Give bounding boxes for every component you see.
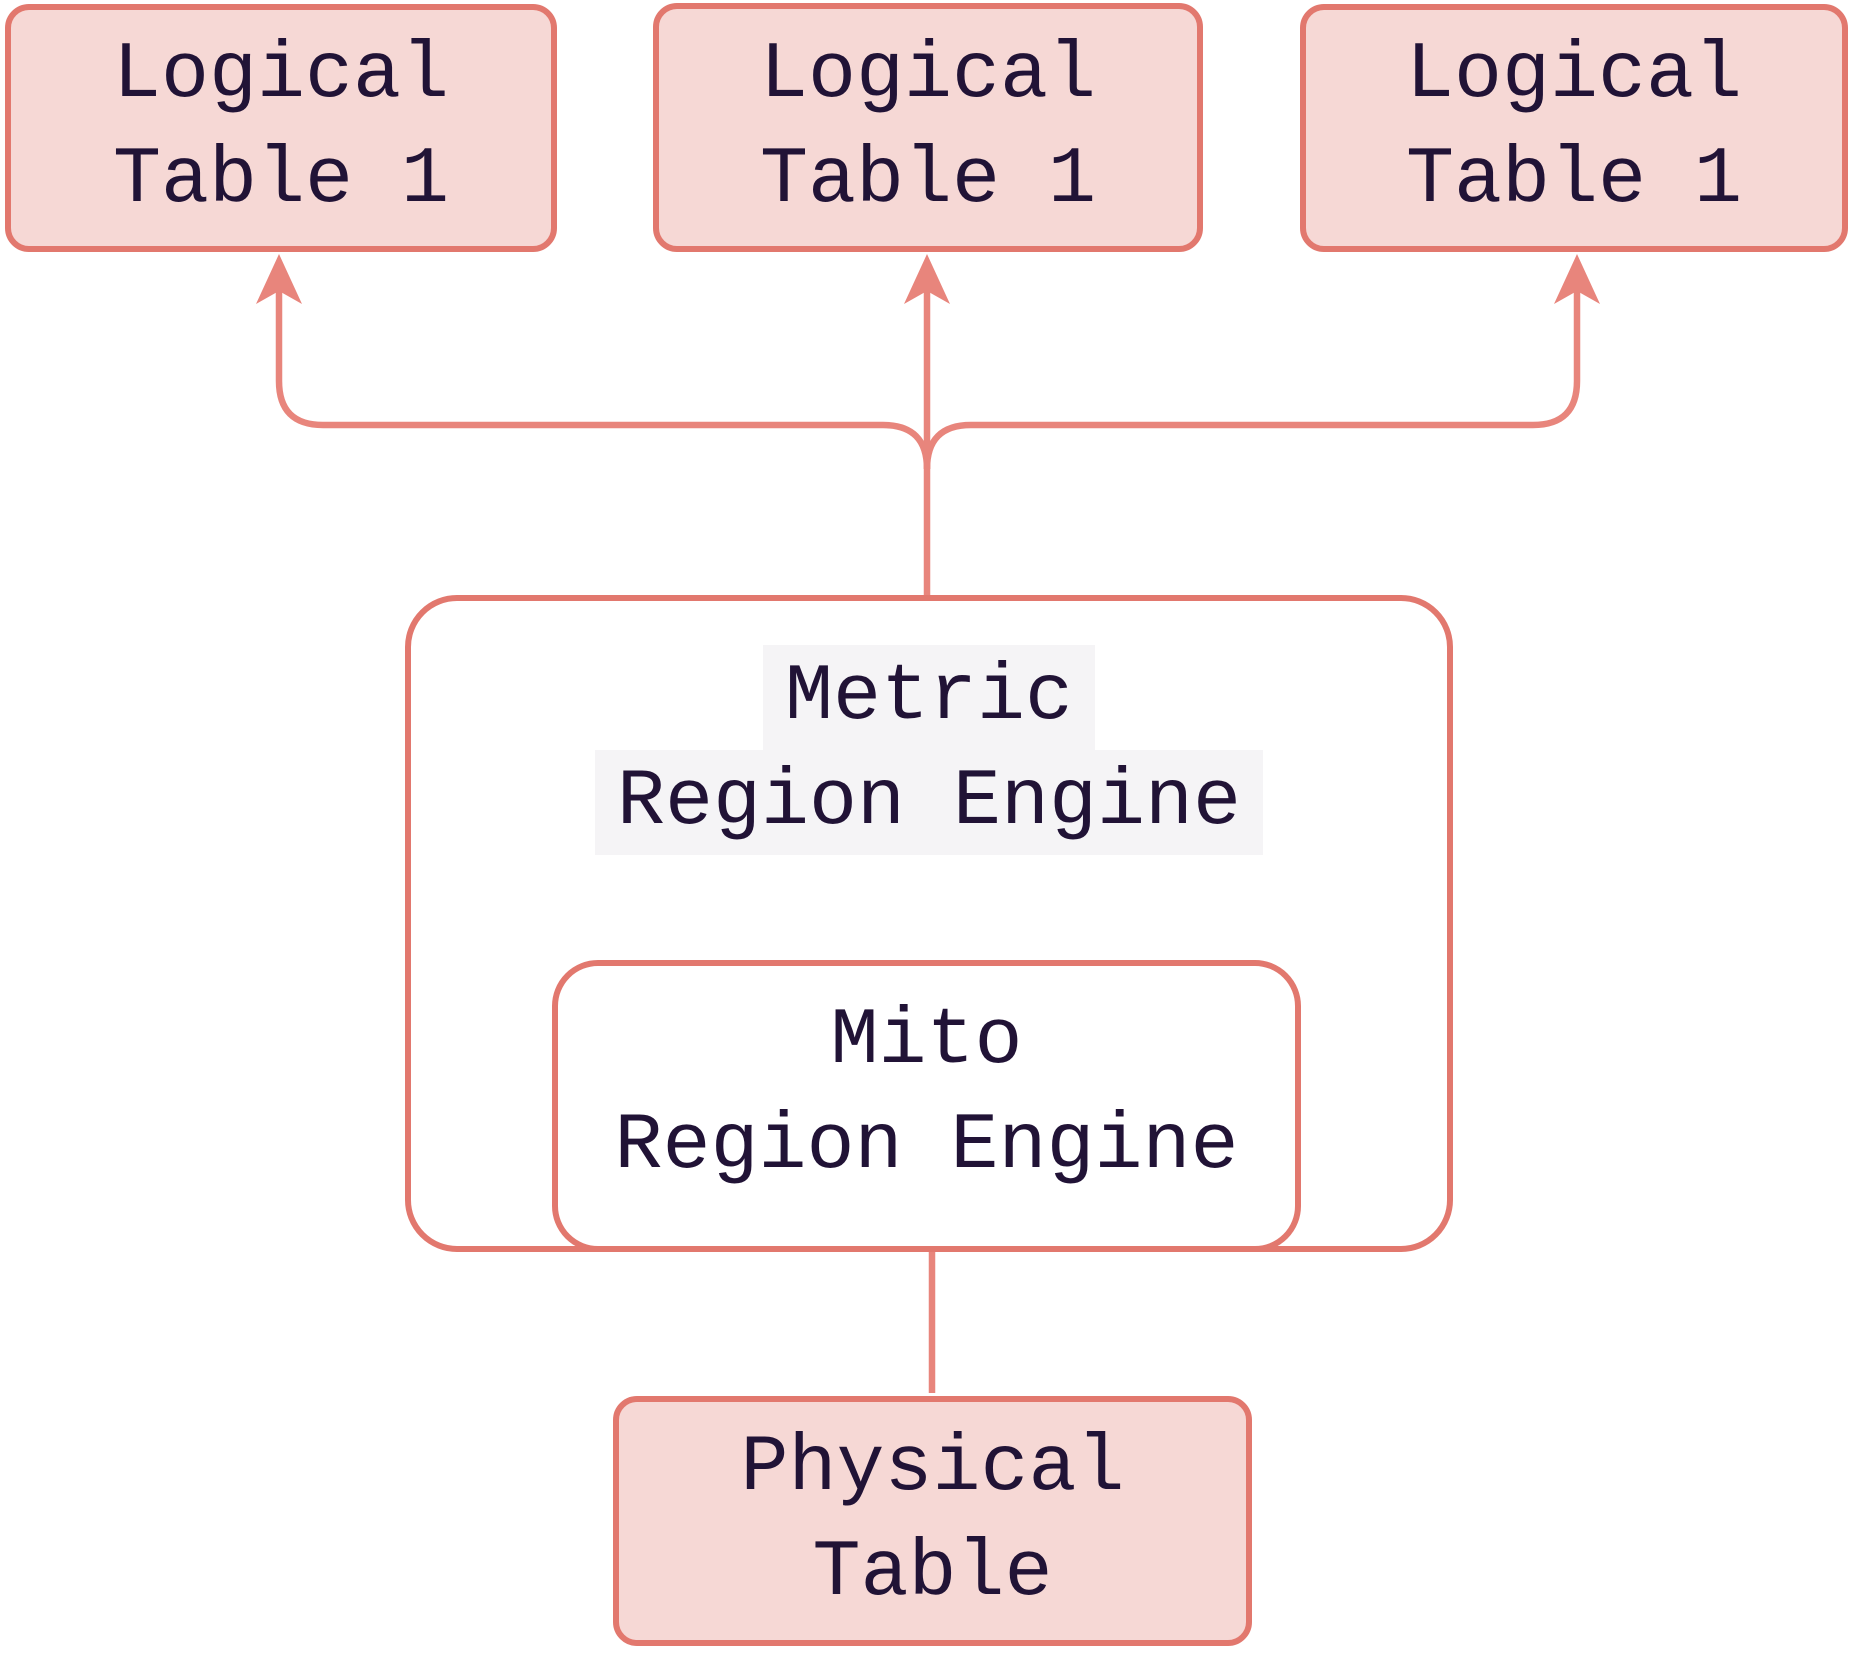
node-logical-table-right: Logical Table 1 xyxy=(1300,4,1848,252)
node-label-line: Table 1 xyxy=(112,135,450,226)
node-physical-table: Physical Table xyxy=(613,1396,1252,1646)
node-mito-region-engine: Mito Region Engine xyxy=(552,960,1301,1252)
node-label-line: Table 1 xyxy=(759,134,1097,226)
node-label-line: Mito xyxy=(830,996,1023,1087)
node-label-line: Logical xyxy=(1405,30,1743,121)
node-logical-table-left: Logical Table 1 xyxy=(5,4,557,252)
node-label-line: Metric xyxy=(762,645,1096,750)
node-label-line: Table 1 xyxy=(1405,135,1743,226)
connector-right-branch xyxy=(923,262,1581,470)
node-logical-table-middle: Logical Table 1 xyxy=(653,3,1203,252)
node-label-line: Region Engine xyxy=(594,750,1264,855)
connector-left-branch xyxy=(275,262,931,470)
node-label-line: Physical xyxy=(740,1423,1125,1514)
node-label-line: Region Engine xyxy=(614,1101,1239,1192)
node-label-line: Table xyxy=(812,1528,1053,1619)
arrowhead-right xyxy=(1554,254,1600,304)
arrowhead-middle xyxy=(904,254,950,304)
node-label-line: Logical xyxy=(759,29,1097,121)
arrowhead-left xyxy=(256,254,302,304)
node-label-line: Logical xyxy=(112,30,450,121)
metric-region-engine-label: Metric Region Engine xyxy=(411,645,1447,855)
